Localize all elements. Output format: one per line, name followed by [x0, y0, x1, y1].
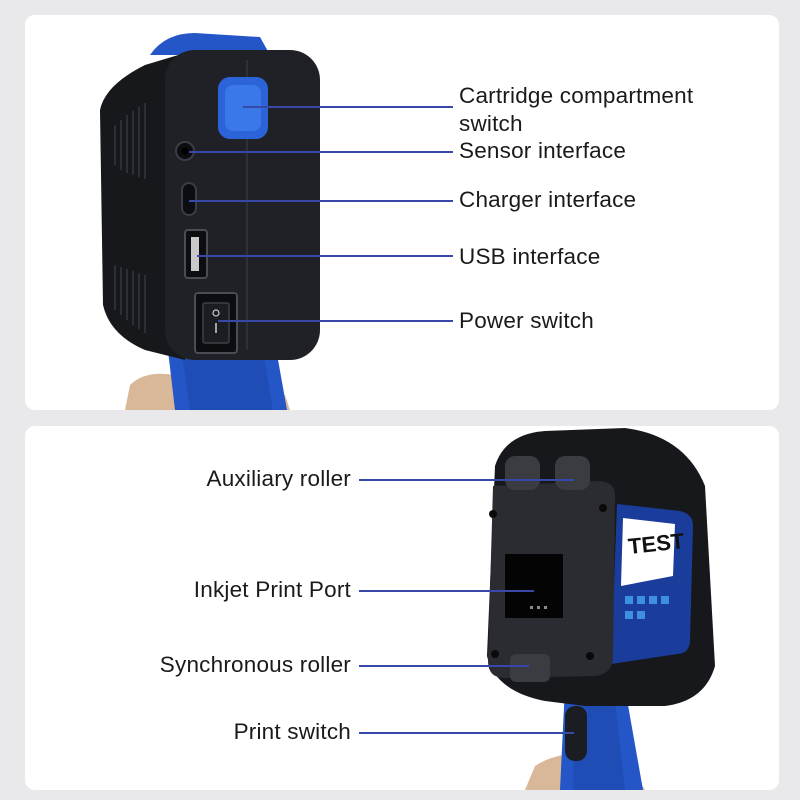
print-label: Print switch: [233, 719, 351, 744]
top-product-panel: Cartridge compartment switch Sensor inte…: [25, 15, 779, 410]
print-trigger: [565, 706, 587, 761]
side-face: [165, 50, 320, 360]
power-label: Power switch: [459, 308, 594, 333]
cartridge-label: Cartridge compartment switch: [459, 82, 693, 138]
printer-side-view-photo: [100, 33, 320, 410]
sensor-label: Sensor interface: [459, 138, 627, 163]
usb-callout-line: [197, 255, 453, 257]
inkjet-nozzles: [530, 606, 547, 609]
usb-port-tongue: [191, 237, 199, 271]
display-icons: [625, 596, 669, 619]
cartridge-label-line1: Cartridge compartment: [459, 83, 694, 108]
printer-front-view-photo: TEST: [487, 428, 715, 790]
display-white-area: [621, 518, 675, 586]
inkjet-callout-line: [359, 590, 534, 592]
power-callout-line: [218, 320, 453, 322]
sensor-callout-line: [189, 151, 453, 153]
blue-top-rim: [150, 33, 270, 55]
cartridge-callout-line: [243, 106, 453, 108]
inkjet-label: Inkjet Print Port: [193, 577, 351, 602]
vent-grille: [114, 103, 146, 333]
aux-label: Auxiliary roller: [206, 466, 351, 491]
usb-label: USB interface: [459, 244, 601, 269]
sync-label: Synchronous roller: [159, 652, 351, 677]
charger-label: Charger interface: [459, 187, 637, 212]
power-off-mark: [212, 309, 220, 317]
aux-roller-right: [555, 456, 590, 490]
sensor-jack-hole: [181, 147, 189, 155]
sync-callout-line: [359, 665, 529, 667]
type-c-port: [181, 182, 197, 216]
inkjet-window: [505, 554, 563, 618]
charger-callout-line: [189, 200, 453, 202]
sync-roller: [510, 654, 550, 682]
screw-holes: [489, 504, 607, 660]
cartridge-button-face: [225, 85, 261, 131]
bottom-product-panel: TEST Auxiliary roller Inkjet Print Port: [25, 426, 779, 790]
display-text: TEST: [627, 528, 686, 559]
aux-roller-left: [505, 456, 540, 490]
cartridge-label-line2: switch: [459, 111, 523, 136]
aux-callout-line: [359, 479, 574, 481]
print-callout-line: [359, 732, 574, 734]
